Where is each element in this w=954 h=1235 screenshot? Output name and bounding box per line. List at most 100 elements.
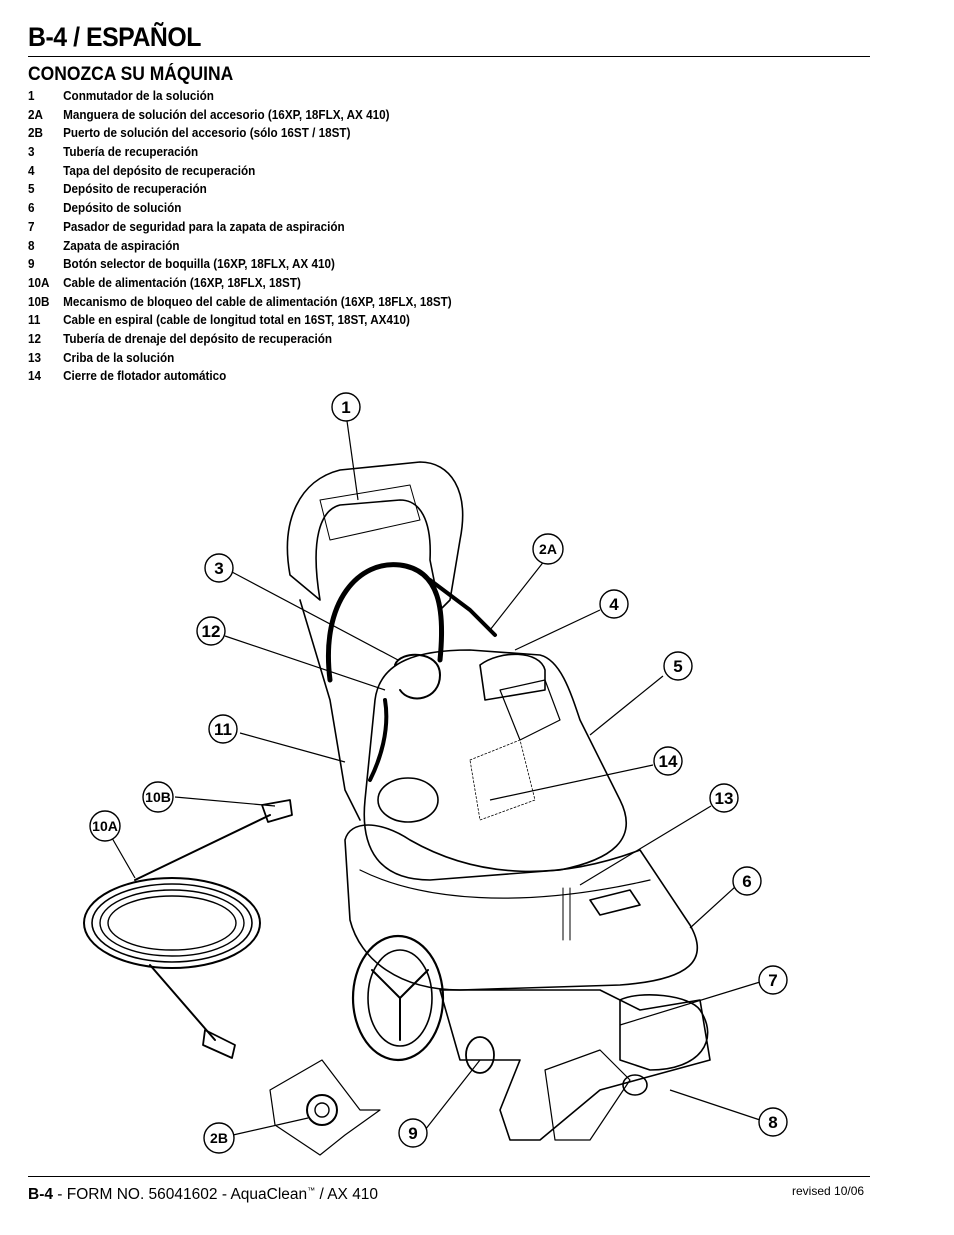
legend-text: Mecanismo de bloqueo del cable de alimen… [63, 293, 452, 309]
port-detail-inset [269, 1059, 381, 1156]
legend-num: 10B [28, 293, 50, 309]
solution-port [306, 1094, 338, 1126]
legend-num: 1 [28, 88, 35, 103]
callout-5: 5 [663, 651, 693, 681]
tank-lid [479, 653, 546, 701]
callout-label: 7 [768, 971, 777, 990]
callout-8: 8 [758, 1107, 788, 1137]
legend-item: 9 Botón selector de boquilla (16XP, 18FLX… [28, 256, 452, 275]
legend-num: 7 [28, 218, 35, 234]
callout-11: 11 [208, 714, 238, 744]
legend-item: 10B Mecanismo de bloqueo del cable de ali… [28, 294, 452, 313]
callout-label: 2A [539, 541, 557, 557]
legend-text: Tapa del depósito de recuperación [63, 162, 256, 178]
screen-post [562, 887, 571, 941]
legend-item: 7 Pasador de seguridad para la zapata de … [28, 219, 452, 238]
handle-outline [286, 461, 464, 611]
legend-num: 10A [28, 274, 50, 290]
legend-text: Depósito de solución [63, 200, 182, 216]
legend-text: Depósito de recuperación [63, 181, 207, 197]
legend-item: 5 Depósito de recuperación [28, 181, 452, 200]
legend-item: 8 Zapata de aspiración [28, 238, 452, 257]
footer-model: / AX 410 [315, 1186, 379, 1204]
legend-num: 8 [28, 237, 35, 253]
legend-num: 11 [28, 312, 41, 328]
callout-3: 3 [204, 553, 234, 583]
callout-2b: 2B [203, 1122, 235, 1154]
nozzle-selector [465, 1036, 495, 1074]
header-rule [28, 56, 870, 57]
callout-label: 9 [408, 1124, 417, 1143]
drain-hose [368, 698, 389, 782]
legend-num: 6 [28, 200, 35, 216]
callout-label: 1 [341, 398, 350, 417]
base-housing [439, 989, 711, 1141]
legend-num: 2B [28, 125, 43, 141]
recovery-tank [363, 649, 627, 881]
legend-num: 9 [28, 256, 35, 272]
legend-num: 5 [28, 181, 35, 197]
legend-item: 2B Puerto de solución del accesorio (sólo… [28, 125, 452, 144]
callout-label: 10B [145, 789, 171, 805]
legend-item: 1 Conmutador de la solución [28, 88, 452, 107]
section-title: CONOZCA SU MÁQUINA [28, 64, 234, 85]
power-cord-lead [134, 814, 271, 1041]
handle-grip [319, 484, 421, 541]
callout-label: 2B [210, 1130, 228, 1146]
legend-text: Cierre de flotador automático [63, 368, 227, 384]
cord-connector [261, 799, 293, 823]
footer-page-number: B-4 [28, 1186, 53, 1204]
leader-lines [111, 420, 761, 1136]
legend-text: Puerto de solución del accesorio (sólo 1… [63, 125, 351, 141]
callout-label: 4 [609, 595, 619, 614]
legend-text: Conmutador de la solución [63, 88, 214, 103]
cord-plug [202, 1029, 236, 1059]
shoe-oval [622, 1074, 648, 1096]
page-title: B-4 / ESPAÑOL [28, 22, 201, 52]
callout-9: 9 [398, 1118, 428, 1148]
machine-illustration: 1 2A 3 4 12 5 11 14 10B 13 10A 6 7 8 9 2… [83, 392, 788, 1156]
solution-hose [428, 578, 497, 637]
legend-item: 13 Criba de la solución [28, 350, 452, 369]
rear-wheel [351, 934, 445, 1062]
power-cord-coil [83, 877, 261, 969]
footer-rule [28, 1176, 870, 1177]
recovery-hose [326, 562, 445, 683]
legend-num: 14 [28, 368, 42, 384]
legend-text: Tubería de recuperación [63, 144, 199, 160]
callout-10b: 10B [142, 781, 174, 813]
callout-12: 12 [196, 616, 226, 646]
legend-item: 3 Tubería de recuperación [28, 144, 452, 163]
footer-form-number: - FORM NO. 56041602 - AquaClean [52, 1186, 308, 1204]
callout-label: 5 [673, 657, 682, 676]
legend-item: 14 Cierre de flotador automático [28, 368, 452, 387]
lid-window [499, 679, 561, 741]
callout-7: 7 [758, 965, 788, 995]
legend-text: Criba de la solución [63, 349, 175, 365]
callout-14: 14 [653, 746, 683, 776]
legend-text: Pasador de seguridad para la zapata de a… [63, 218, 345, 234]
callout-4: 4 [599, 589, 629, 619]
callout-10a: 10A [89, 810, 121, 842]
callout-label: 14 [659, 752, 678, 771]
callout-label: 6 [742, 872, 751, 891]
footer-trademark: ™ [307, 1186, 316, 1195]
tank-label-oval [377, 777, 439, 823]
solution-tank [344, 824, 699, 991]
legend-text: Botón selector de boquilla (16XP, 18FLX,… [63, 256, 335, 272]
legend-num: 13 [28, 349, 42, 365]
callout-2a: 2A [532, 533, 564, 565]
handle-bar-left [299, 599, 361, 821]
legend-text: Zapata de aspiración [63, 237, 180, 253]
vacuum-shoe [619, 994, 709, 1071]
callout-label: 8 [768, 1113, 777, 1132]
legend-num: 3 [28, 144, 35, 160]
callout-label: 10A [92, 818, 118, 834]
footer-form-info: B-4 - FORM NO. 56041602 - AquaClean™ / A… [28, 1186, 378, 1204]
